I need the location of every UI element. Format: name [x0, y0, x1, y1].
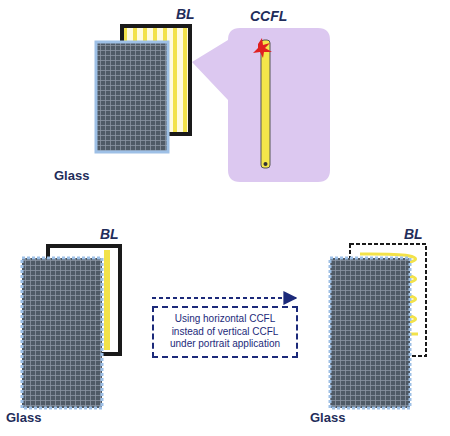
part-label: BL: [176, 6, 195, 22]
part-label: BL: [100, 226, 119, 242]
note-text: Using horizontal CCFL instead of vertica…: [161, 313, 289, 351]
note-box: Using horizontal CCFL instead of vertica…: [152, 306, 298, 358]
part-label: Glass: [54, 168, 89, 183]
part-label: CCFL: [250, 8, 287, 24]
glass-top: [96, 42, 168, 152]
part-label: Glass: [6, 410, 41, 425]
glass-right: [330, 258, 410, 408]
part-label: Glass: [310, 410, 345, 425]
hot-spot: [253, 38, 272, 58]
ccfl-tube: [253, 38, 272, 168]
callout: [192, 28, 330, 182]
part-label: BL: [404, 226, 423, 242]
transition-arrow: [152, 297, 296, 299]
glass-left: [22, 258, 102, 408]
